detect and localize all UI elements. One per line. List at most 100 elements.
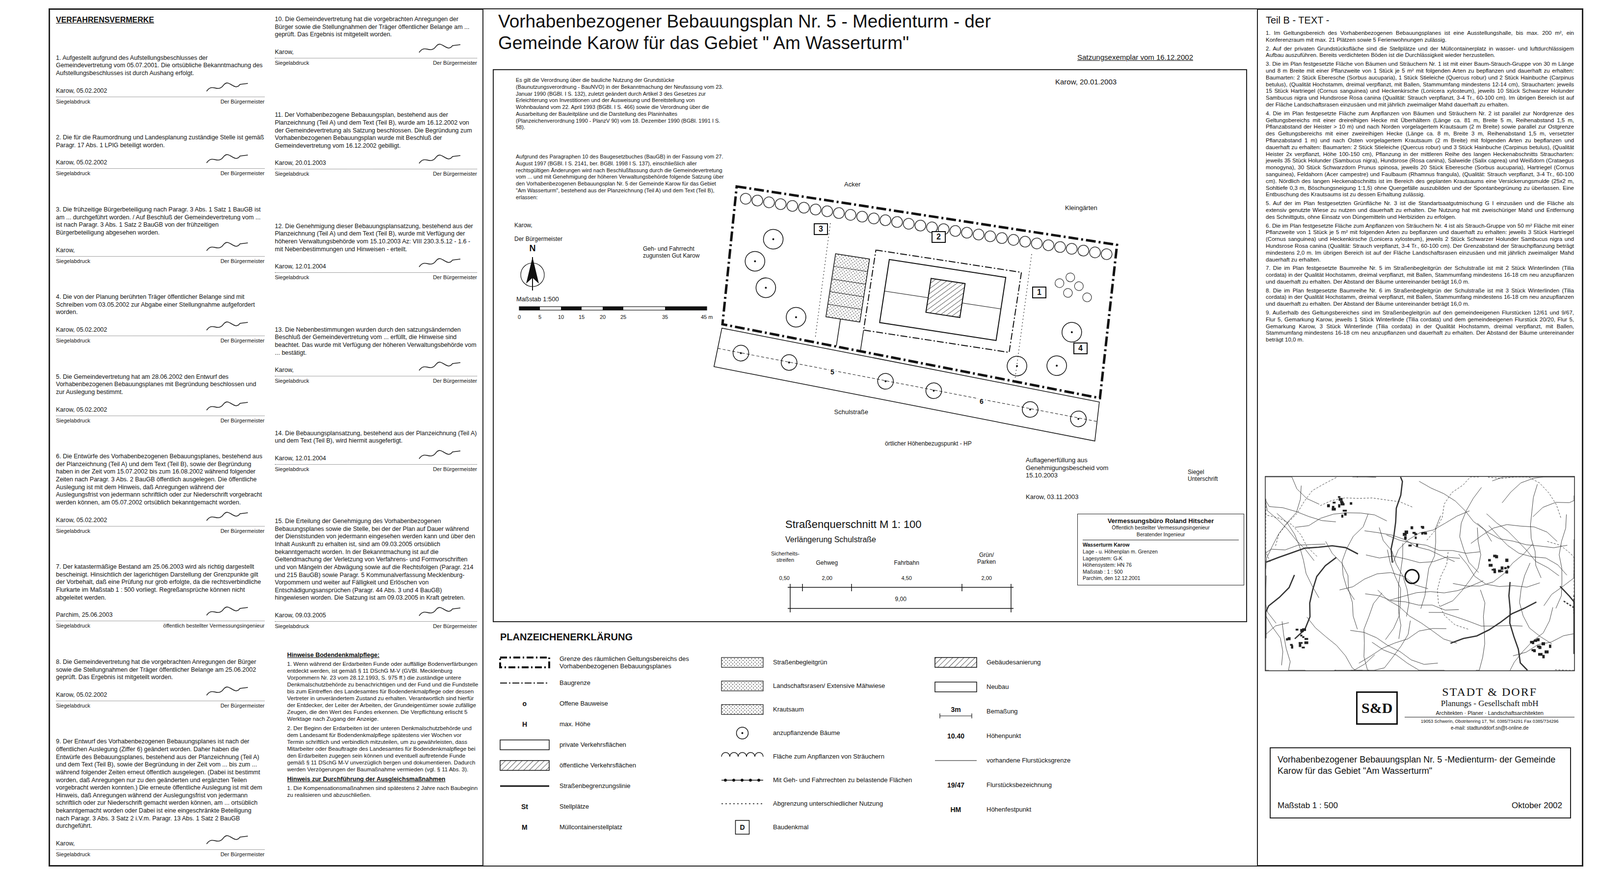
map-road — [1426, 477, 1481, 541]
map-building — [1331, 507, 1336, 511]
map-building — [1533, 639, 1538, 642]
legend-text: Krautsaum — [773, 705, 916, 714]
map-building — [1349, 502, 1353, 506]
signature-scribble — [206, 321, 248, 331]
site-marker — [1405, 569, 1419, 584]
text-area: Teil B - TEXT -1. Im Geltungsbereich des… — [1265, 14, 1574, 346]
procedure-note: 3. Die frühzeitige Bürgerbeteiligung nac… — [55, 206, 265, 265]
date-text: Karow, 05.02.2002 — [55, 691, 107, 699]
note-text: 14. Die Bebauungsplansatzung, bestehend … — [274, 429, 478, 446]
surveyor-text: Beratender Ingenieur — [1082, 531, 1239, 539]
map-building — [1404, 536, 1407, 540]
legend-sample — [934, 682, 977, 693]
map-road — [1377, 590, 1457, 644]
signature-caption: Der Bürgermeister — [432, 170, 478, 177]
hedge-symbol — [855, 210, 869, 223]
signature-row: SiegelabdruckDer Bürgermeister — [55, 415, 265, 424]
legend-text: Fläche zum Anpflanzen von Sträuchern — [773, 752, 916, 761]
note-text: 11. Der Vorhabenbezogene Bebauungsplan, … — [274, 111, 478, 150]
scale-bar — [519, 306, 707, 311]
street-section — [787, 586, 1014, 588]
map-building — [1537, 645, 1541, 648]
site-plan — [706, 186, 1125, 442]
map-building — [1304, 638, 1308, 640]
signature-scribble — [418, 42, 463, 56]
plan-label: 15 — [578, 314, 585, 321]
map-building — [1497, 569, 1501, 573]
plan-label: Acker — [844, 180, 861, 189]
map-building — [1507, 565, 1510, 569]
note-text: 7. Der katastermäßige Bestand am 25.06.2… — [55, 563, 265, 602]
street-tree — [788, 361, 791, 365]
signature-scribble — [418, 360, 463, 374]
legend-text: Bemaßung — [986, 707, 1115, 716]
street-tree — [1021, 400, 1040, 419]
map-road — [1275, 477, 1337, 548]
plan-label: 10 — [558, 314, 564, 321]
plan-label: 5 — [828, 368, 836, 377]
plan-label: 9,00 — [895, 595, 907, 603]
signature-scribble — [205, 81, 250, 95]
signature-scribble — [205, 834, 250, 848]
note-text: 10. Die Gemeindevertretung hat die vorge… — [274, 15, 478, 39]
surveyor-text: Vermessungsbüro Roland Hitscher — [1082, 517, 1239, 525]
procedure-note: 13. Die Nebenbestimmungen wurden durch d… — [274, 326, 478, 385]
legend-text: Straßenbegrenzungslinie — [559, 782, 707, 791]
plan-label: 25 — [620, 314, 627, 321]
map-road — [1365, 555, 1461, 563]
hedge-symbol — [1018, 235, 1032, 248]
legend-sample — [500, 740, 550, 750]
map-building — [1300, 629, 1304, 633]
signature-caption: öffentlich bestellter Vermessungsingenie… — [163, 622, 265, 629]
map-road — [1452, 544, 1533, 587]
street-tree — [924, 381, 943, 400]
legend-sample — [740, 778, 744, 782]
signature-caption: Der Bürgermeister — [220, 417, 265, 424]
signature-scribble — [205, 685, 250, 699]
legend-text: Höhenpunkt — [986, 732, 1115, 741]
date-row: Karow, 09.03.2005 — [274, 606, 478, 619]
signature-scribble — [205, 153, 250, 166]
legend-text: anzupflanzende Bäume — [773, 729, 916, 738]
seal-caption: Siegelabdruck — [274, 274, 310, 281]
date-row: Karow, 05.02.2002 — [55, 320, 265, 334]
map-building — [1421, 532, 1424, 535]
date-text: Karow, 20.01.2003 — [274, 159, 326, 167]
site-plan — [829, 291, 864, 297]
street-section — [787, 608, 1014, 610]
map-road — [1475, 589, 1485, 671]
map-building — [1505, 558, 1509, 562]
plan-label: 5 — [538, 314, 542, 321]
legend-sample — [971, 713, 972, 719]
plan-label: 3m — [951, 705, 961, 715]
hedge-symbol — [786, 199, 799, 213]
map-road — [1372, 642, 1445, 671]
legend-sample — [721, 657, 764, 668]
map-road — [1365, 593, 1460, 611]
map-road — [1390, 477, 1403, 563]
surveyor-text: Lagesystem: G-K — [1082, 555, 1239, 563]
map-building — [1536, 638, 1540, 642]
map-road — [1334, 654, 1375, 671]
tree-symbol — [764, 286, 768, 290]
hedge-symbol — [867, 212, 880, 225]
plan-label: 10.40 — [947, 732, 965, 741]
date-row: Karow, 05.02.2002 — [55, 153, 265, 166]
signature-scribble — [205, 605, 250, 619]
plan-label: Auflagenerfüllung aus Genehmigungsbesche… — [1025, 456, 1142, 480]
signature-scribble — [206, 687, 248, 696]
map-building — [1298, 642, 1303, 644]
legend-text: vorhandene Flurstücksgrenze — [986, 756, 1115, 765]
surveyor-text: Maßstab : 1 : 500 — [1082, 568, 1239, 576]
company-address: 19053 Schwerin, Obotritenring 17, Tel. 0… — [1404, 717, 1575, 724]
shrub-symbol — [1063, 288, 1074, 299]
map-road — [1265, 544, 1326, 559]
hedge-symbol — [774, 197, 787, 211]
legend-text: Flurstücksbezeichnung — [986, 781, 1115, 790]
surveyor-text: Wasserturm Karow — [1082, 541, 1239, 549]
note-text: 9. Der Entwurf des Vorhabenbezogenen Beb… — [55, 738, 265, 831]
note-text: 1. Aufgestellt aufgrund des Aufstellungs… — [55, 54, 265, 78]
map-road — [1532, 495, 1574, 517]
street-tree — [739, 351, 743, 355]
map-building — [1414, 533, 1418, 535]
